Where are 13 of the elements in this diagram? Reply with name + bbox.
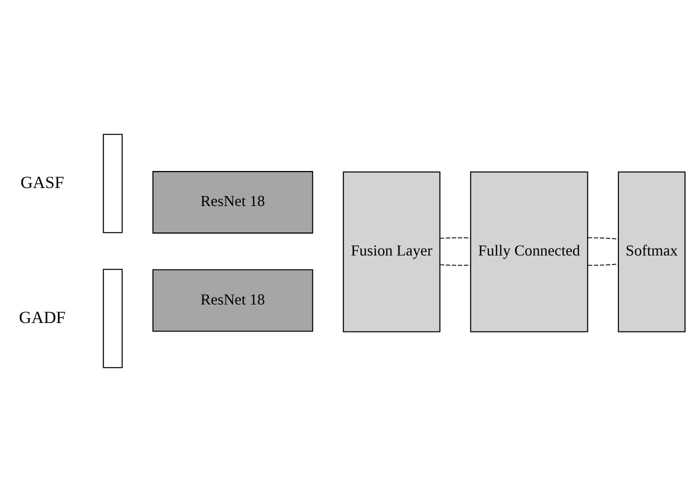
connector	[440, 237, 471, 239]
node-box: Fusion Layer	[342, 171, 440, 332]
node-box	[102, 134, 123, 234]
node-box	[102, 268, 123, 368]
node-label: GADF	[19, 308, 66, 327]
node-box: ResNet 18	[152, 171, 314, 234]
node-box: Fully Connected	[470, 171, 588, 332]
connector	[588, 264, 619, 266]
connector	[588, 237, 619, 240]
connector	[440, 264, 471, 266]
node-box: Softmax	[618, 171, 686, 332]
node-label: GASF	[20, 172, 64, 192]
node-box: ResNet 18	[152, 269, 314, 332]
